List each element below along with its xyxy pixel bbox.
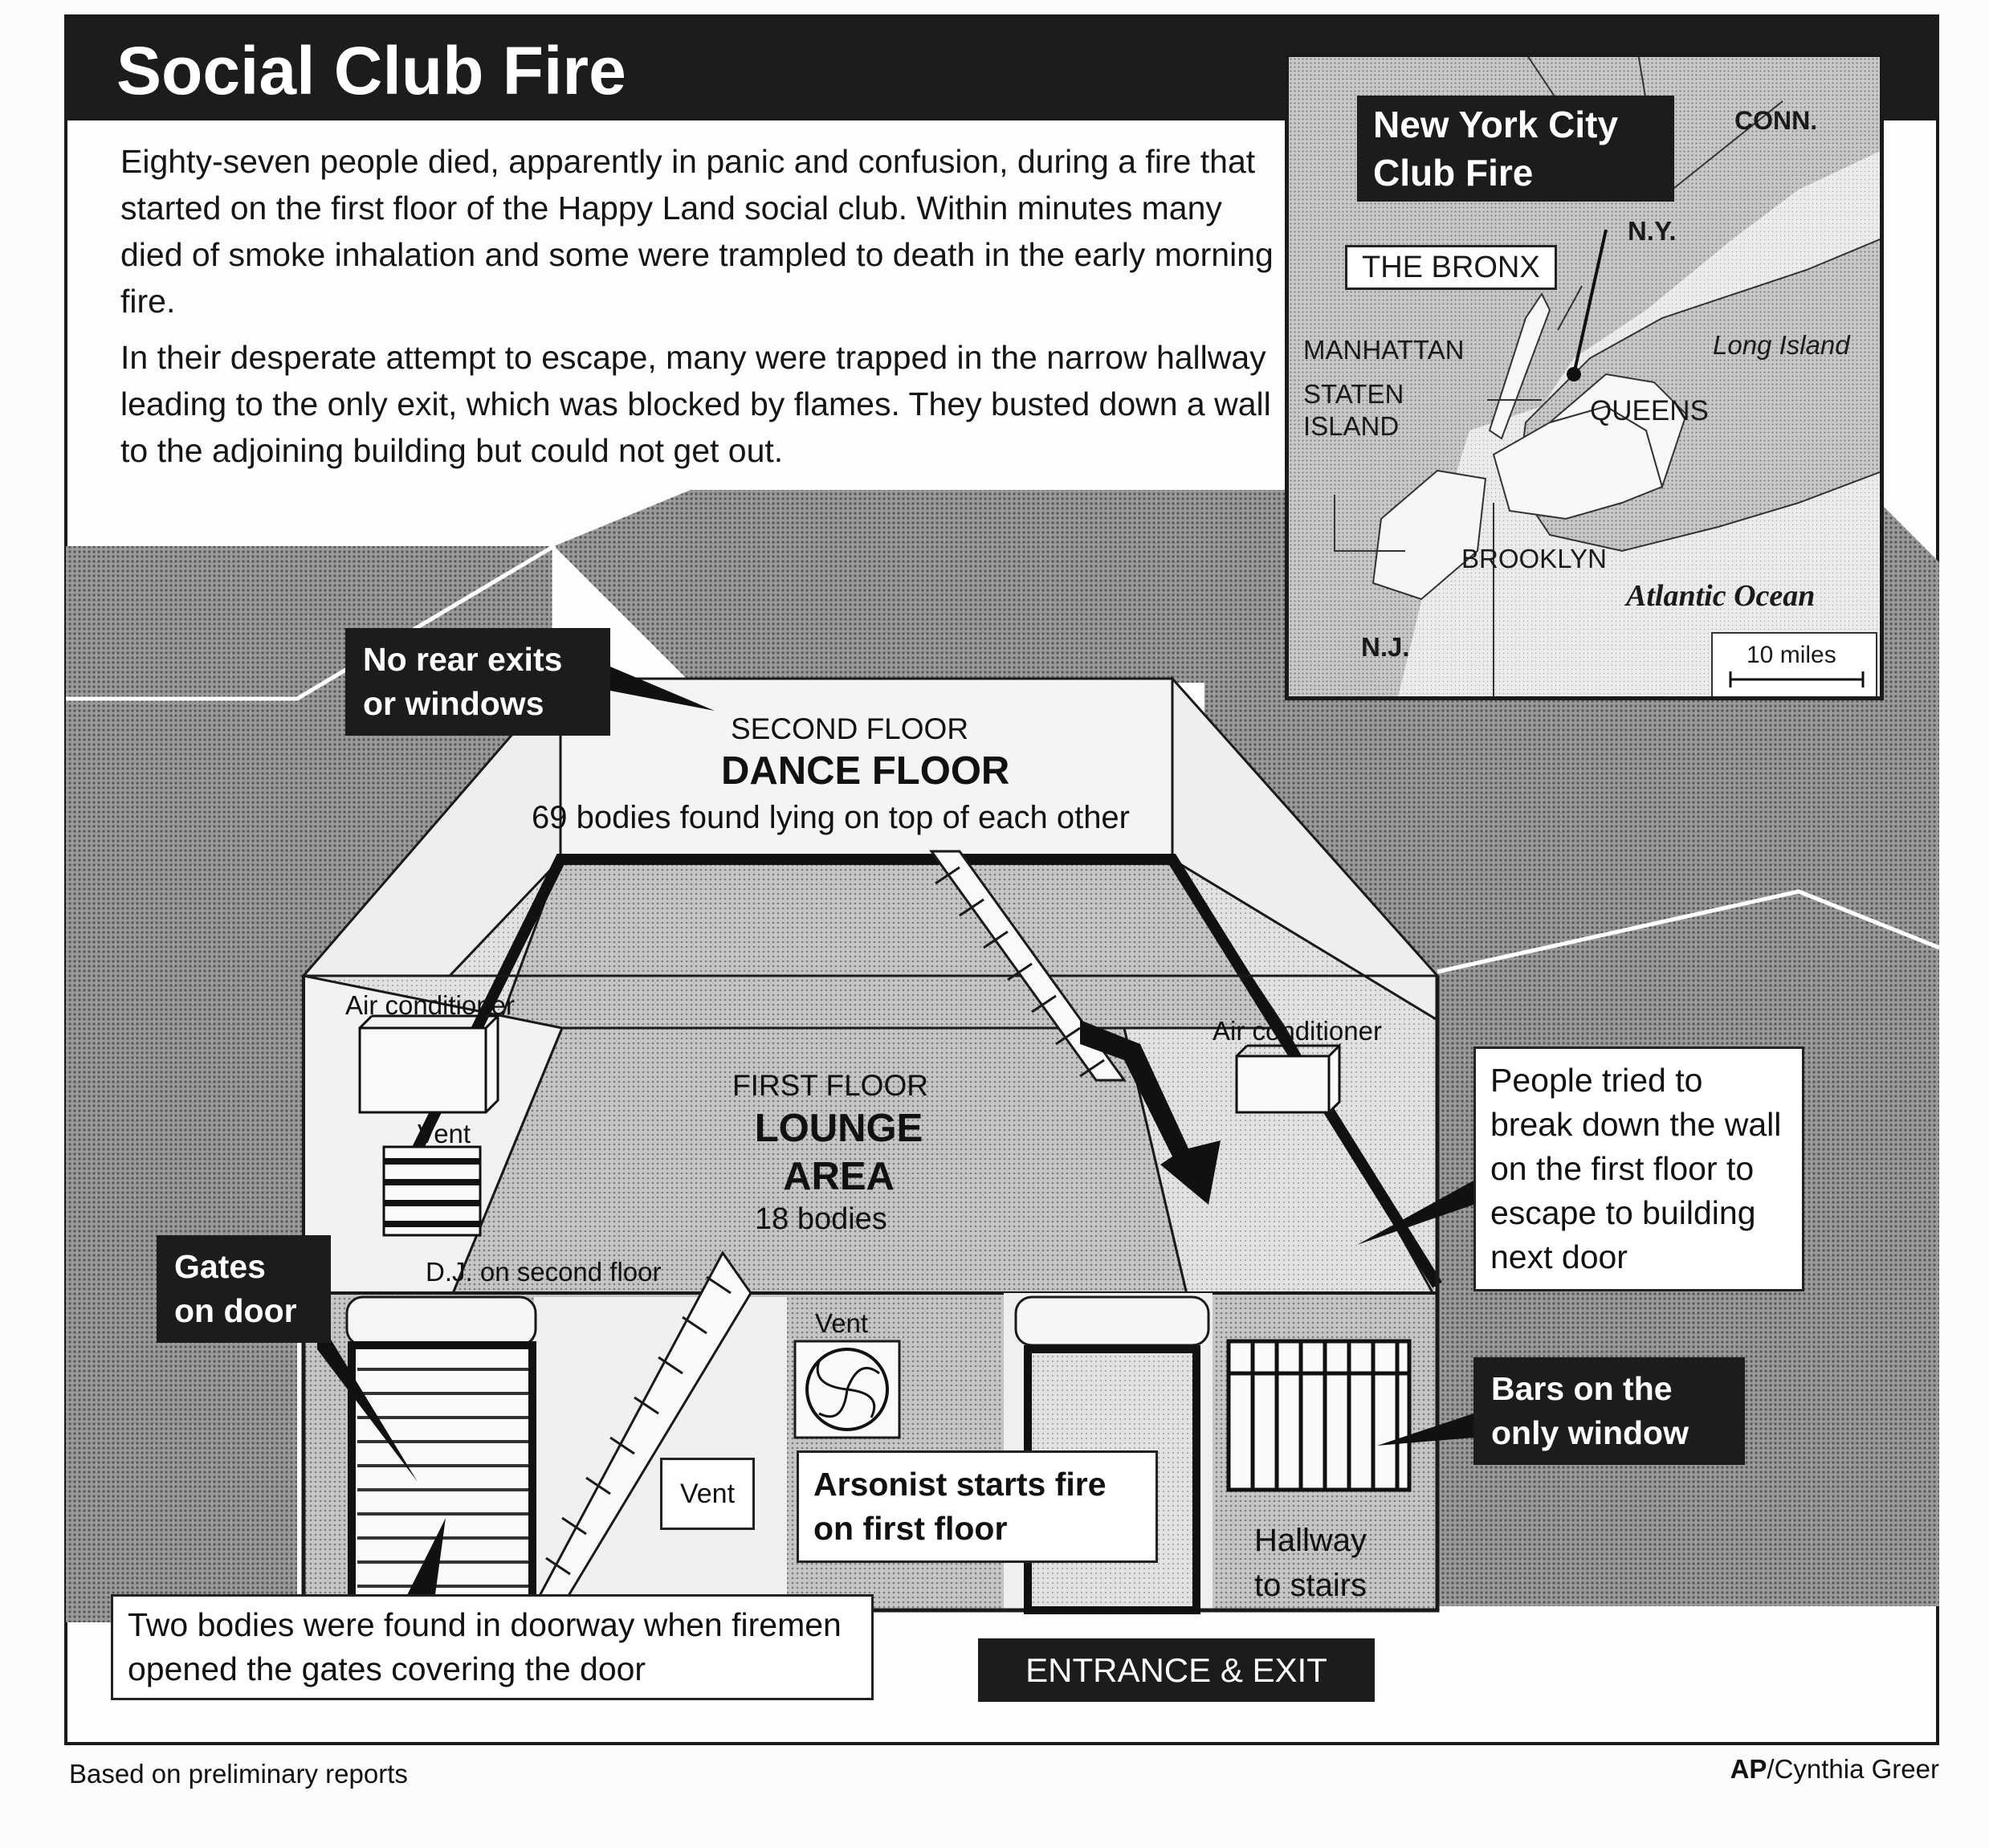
map-label-bronx: THE BRONX: [1345, 245, 1557, 290]
gated-door: [345, 1295, 537, 1610]
map-label-conn: CONN.: [1734, 106, 1818, 135]
intro-text: Eighty-seven people died, apparently in …: [120, 138, 1277, 483]
dj-label: D.J. on second floor: [426, 1257, 662, 1287]
air-conditioner-right-label: Air conditioner: [1213, 1016, 1382, 1046]
map-label-queens: QUEENS: [1590, 395, 1709, 426]
source-note: Based on preliminary reports: [69, 1759, 408, 1789]
map-label-long-island: Long Island: [1713, 330, 1850, 360]
callout-no-rear-exits: No rear exits or windows: [345, 628, 610, 736]
callout-pointers: [317, 667, 1473, 1606]
callout-people-tried: People tried to break down the wall on t…: [1473, 1046, 1804, 1291]
map-label-nj: N.J.: [1361, 632, 1410, 662]
map-label-atlantic: Atlantic Ocean: [1626, 579, 1816, 613]
callout-arsonist: Arsonist starts fire on first floor: [797, 1450, 1158, 1563]
entrance-exit-label: ENTRANCE & EXIT: [978, 1638, 1375, 1702]
escape-arrow: [1080, 1020, 1221, 1205]
dance-floor-label: DANCE FLOOR: [721, 749, 1010, 793]
second-floor-note: 69 bodies found lying on top of each oth…: [532, 800, 1130, 835]
map-label-manhattan: MANHATTAN: [1303, 335, 1465, 365]
page-title: Social Club Fire: [116, 33, 626, 108]
slat-vent: [382, 1145, 482, 1237]
air-conditioner-left-label: Air conditioner: [345, 990, 515, 1020]
credit-org: AP: [1730, 1754, 1767, 1784]
first-floor-label: FIRST FLOOR: [732, 1069, 928, 1102]
callout-bars-window: Bars on the only window: [1473, 1357, 1745, 1465]
callout-gates-on-door: Gates on door: [157, 1235, 331, 1343]
hallway-label: Hallway to stairs: [1254, 1523, 1367, 1603]
title-bar: [64, 14, 1297, 120]
map-label-brooklyn: BROOKLYN: [1461, 544, 1607, 573]
vent-fan-label: Vent: [815, 1308, 869, 1338]
fan-vent: [793, 1340, 901, 1439]
map-title: New York City Club Fire: [1357, 96, 1674, 202]
map-drawing: [1289, 57, 1880, 696]
vent-box-label: Vent: [679, 1478, 736, 1509]
credit: AP/Cynthia Greer: [1730, 1754, 1939, 1785]
stairs-upper: [929, 850, 1127, 1082]
first-floor-note: 18 bodies: [755, 1202, 887, 1236]
air-conditioner-right: [1235, 1042, 1341, 1114]
map-label-ny: N.Y.: [1628, 216, 1677, 246]
air-conditioner-left: [358, 1013, 499, 1114]
intro-paragraph-1: Eighty-seven people died, apparently in …: [120, 143, 1274, 320]
lounge-area-label: LOUNGE AREA: [754, 1107, 923, 1198]
vent-box: Vent: [660, 1458, 755, 1530]
credit-name: /Cynthia Greer: [1767, 1754, 1939, 1784]
vent-upper-label: Vent: [418, 1119, 471, 1148]
map-label-staten-island: STATEN ISLAND: [1303, 379, 1404, 441]
callout-two-bodies: Two bodies were found in doorway when fi…: [111, 1594, 874, 1700]
map-scale-label: 10 miles: [1746, 642, 1836, 668]
location-map: New York City Club Fire CONN. N.Y. THE B…: [1285, 53, 1884, 700]
barred-window: [1226, 1339, 1412, 1492]
intro-paragraph-2: In their desperate attempt to escape, ma…: [120, 339, 1271, 469]
second-floor-label: SECOND FLOOR: [731, 712, 969, 745]
